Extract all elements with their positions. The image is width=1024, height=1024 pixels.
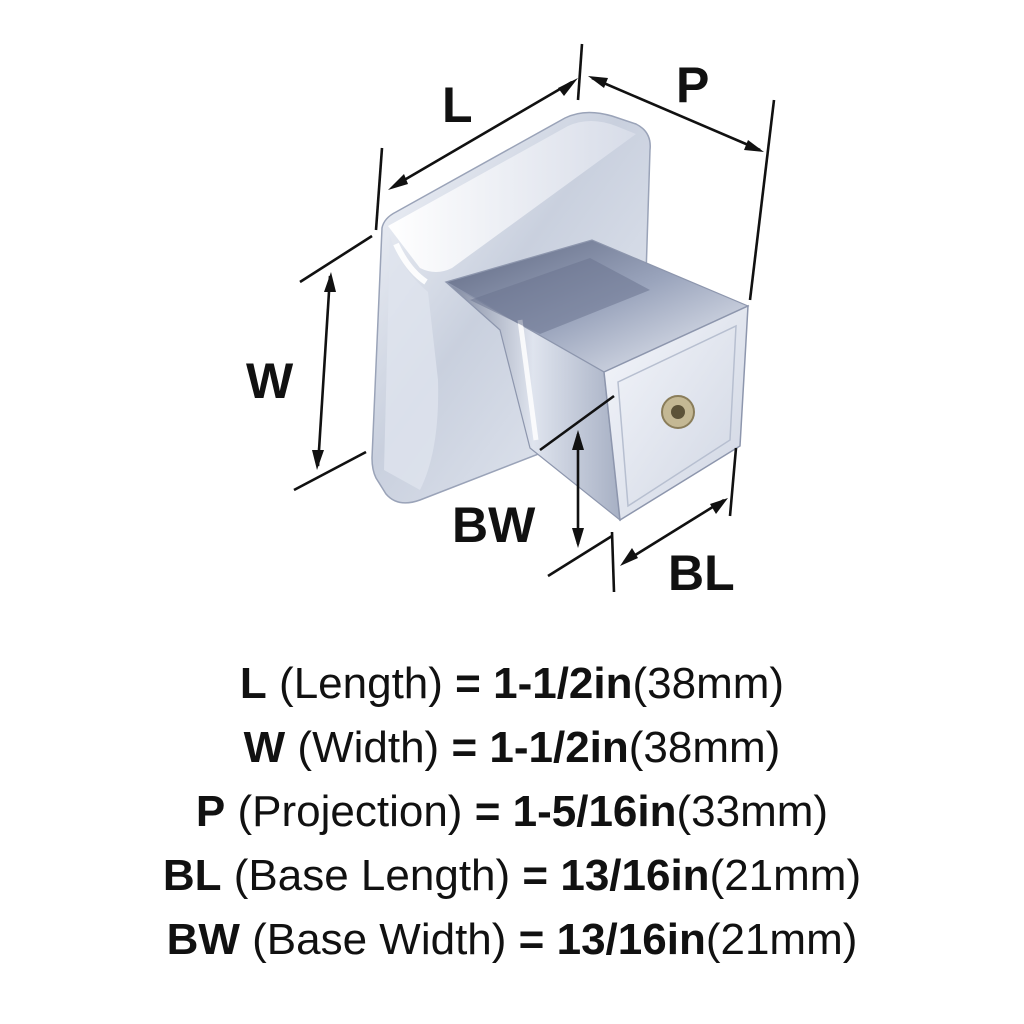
spec-abbr: L bbox=[239, 659, 267, 708]
spec-equals: = bbox=[474, 787, 501, 836]
spec-mm: (38mm) bbox=[632, 659, 785, 708]
spec-abbr: W bbox=[243, 723, 286, 772]
spec-abbr: BW bbox=[166, 915, 240, 964]
dimension-W: W bbox=[246, 234, 373, 492]
spec-name: (Length) bbox=[279, 659, 443, 708]
label-P: P bbox=[676, 57, 709, 113]
spec-row-width: W (Width) = 1-1/2in(38mm) bbox=[0, 716, 1024, 780]
spec-inches: 1-1/2in bbox=[493, 659, 633, 708]
spec-equals: = bbox=[451, 723, 478, 772]
spec-name: (Base Width) bbox=[252, 915, 507, 964]
label-BW: BW bbox=[452, 497, 536, 553]
dimension-L: L bbox=[374, 43, 584, 231]
spec-inches: 13/16in bbox=[560, 851, 710, 900]
spec-mm: (33mm) bbox=[676, 787, 829, 836]
spec-row-base-width: BW (Base Width) = 13/16in(21mm) bbox=[0, 908, 1024, 972]
spec-row-base-length: BL (Base Length) = 13/16in(21mm) bbox=[0, 844, 1024, 908]
knob-end-face bbox=[603, 304, 749, 522]
spec-inches: 1-5/16in bbox=[512, 787, 677, 836]
knob-stem bbox=[444, 239, 750, 522]
spec-mm: (38mm) bbox=[628, 723, 781, 772]
spec-row-projection: P (Projection) = 1-5/16in(33mm) bbox=[0, 780, 1024, 844]
spec-mm: (21mm) bbox=[705, 915, 858, 964]
spec-name: (Base Length) bbox=[233, 851, 511, 900]
spec-inches: 13/16in bbox=[556, 915, 706, 964]
knob-dimension-diagram: L P W BW BL bbox=[246, 43, 776, 601]
dimension-specs-list: L (Length) = 1-1/2in(38mm) W (Width) = 1… bbox=[0, 652, 1024, 972]
spec-equals: = bbox=[455, 659, 481, 708]
spec-equals: = bbox=[522, 851, 549, 900]
label-W: W bbox=[246, 353, 294, 409]
spec-name: (Width) bbox=[297, 723, 440, 772]
spec-equals: = bbox=[518, 915, 545, 964]
label-L: L bbox=[442, 77, 473, 133]
spec-abbr: P bbox=[195, 787, 226, 836]
dimension-P: P bbox=[588, 57, 776, 301]
label-BL: BL bbox=[668, 545, 735, 601]
spec-inches: 1-1/2in bbox=[489, 723, 629, 772]
dimension-BW: BW bbox=[452, 394, 615, 578]
spec-abbr: BL bbox=[162, 851, 222, 900]
dimension-BL: BL bbox=[610, 447, 738, 601]
spec-row-length: L (Length) = 1-1/2in(38mm) bbox=[0, 652, 1024, 716]
spec-name: (Projection) bbox=[237, 787, 463, 836]
spec-mm: (21mm) bbox=[709, 851, 862, 900]
